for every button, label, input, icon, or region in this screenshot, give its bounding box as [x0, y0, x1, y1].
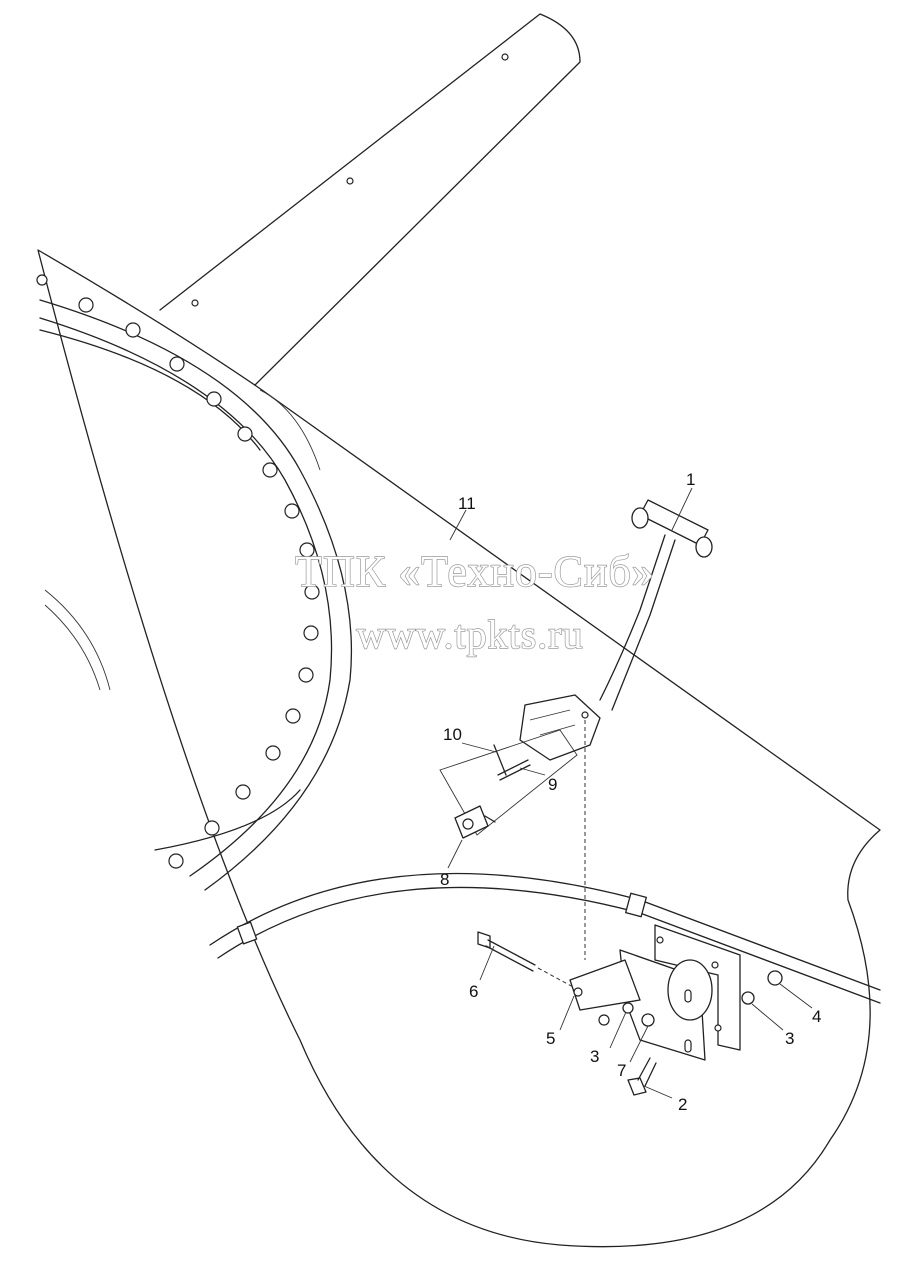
watermark-line1: ТПК «Техно-Сиб»	[295, 547, 655, 596]
callout-2: 2	[678, 1095, 687, 1114]
callout-6: 6	[469, 982, 478, 1001]
callout-10: 10	[443, 725, 462, 744]
bolt-long	[477, 931, 576, 989]
watermark: ТПК «Техно-Сиб» www.tpkts.ru	[294, 546, 655, 657]
lever-handle	[519, 499, 713, 960]
callout-7: 7	[617, 1061, 626, 1080]
callout-8: 8	[440, 870, 449, 889]
pin-assembly	[439, 729, 578, 839]
callout-3a: 3	[590, 1047, 599, 1066]
callout-11: 11	[458, 494, 476, 513]
callout-3b: 3	[785, 1029, 794, 1048]
flange-holes	[36, 274, 320, 869]
bracket	[569, 924, 783, 1061]
watermark-line2: www.tpkts.ru	[356, 612, 583, 657]
callout-labels: 1 2 3 3 4 5 6 7 8 9 10 11	[440, 470, 821, 1114]
frame-beam	[159, 13, 581, 386]
callout-1: 1	[686, 470, 695, 489]
callout-4: 4	[812, 1007, 821, 1026]
leader-lines	[447, 487, 813, 1099]
callout-5: 5	[546, 1029, 555, 1048]
tank-body	[36, 249, 881, 1248]
bolt-short	[627, 1057, 657, 1096]
callout-9: 9	[548, 775, 557, 794]
